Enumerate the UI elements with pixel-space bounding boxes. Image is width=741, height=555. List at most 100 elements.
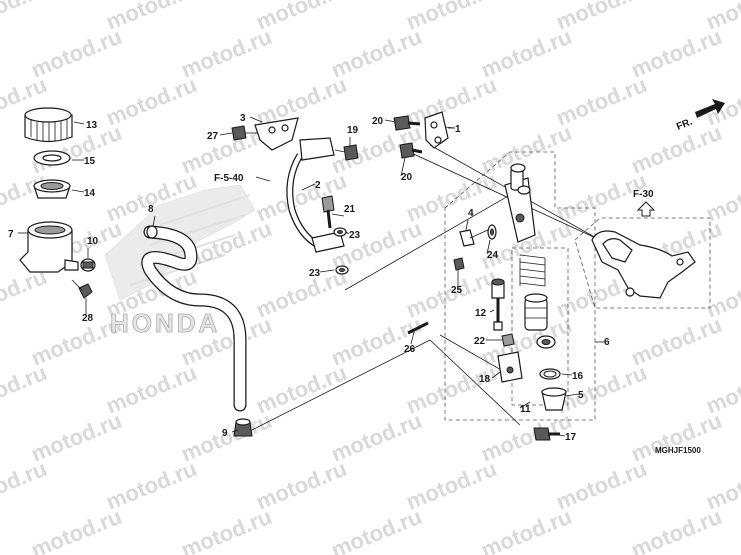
callout-22: 22 [474, 336, 486, 347]
callout-leader [486, 239, 491, 255]
callout-leader [152, 215, 156, 227]
callout-leader [331, 213, 345, 217]
callout-25: 25 [451, 285, 463, 296]
pushrod-12 [491, 278, 505, 331]
watermark-text: motod.ru [0, 0, 50, 35]
callout-8: 8 [148, 204, 154, 215]
bolt-21 [321, 195, 335, 229]
watermark-text: motod.ru [253, 168, 351, 227]
callout-leader [519, 401, 531, 409]
watermark-text: motod.ru [253, 264, 351, 323]
hose-clip-9 [233, 418, 253, 437]
spring [519, 254, 546, 287]
watermark-text: motod.ru [328, 312, 426, 371]
callout-leader [384, 119, 397, 123]
reservoir-hose [141, 225, 247, 412]
honda-logo-text: HONDA [110, 308, 220, 338]
callout-leader [345, 231, 350, 235]
watermark-text: motod.ru [403, 360, 501, 419]
callout-leader [465, 219, 469, 231]
diaphragm-plate [33, 150, 71, 166]
watermark-text: motod.ru [103, 72, 201, 131]
callout-23: 23 [349, 230, 361, 241]
callout-leader [551, 433, 566, 437]
bolt-27 [231, 125, 258, 141]
footpeg-dashed-box [574, 217, 711, 309]
watermark-text: motod.ru [628, 24, 726, 83]
watermark-text: motod.ru [28, 24, 126, 83]
footpeg-bracket [591, 230, 696, 299]
callout-19: 19 [347, 125, 359, 136]
watermark-text: motod.ru [103, 456, 201, 515]
callout-leader [219, 132, 233, 136]
callout-leader [319, 269, 335, 273]
clevis-18 [497, 351, 523, 383]
brake-hose [286, 137, 345, 253]
callout-leader [565, 393, 579, 397]
diaphragm [33, 179, 71, 199]
boot-5 [541, 387, 567, 411]
callout-17: 17 [565, 432, 577, 443]
f5-40-reference-label: F-5-40 [214, 173, 244, 184]
bolt-20-upper [393, 115, 421, 131]
washer-23-lower [335, 265, 349, 275]
watermark-text: motod.ru [403, 168, 501, 227]
callout-26: 26 [404, 344, 416, 355]
callout-21: 21 [344, 204, 356, 215]
watermark-text: motod.ru [553, 456, 651, 515]
watermark-text: motod.ru [553, 72, 651, 131]
watermark-text: motod.ru [403, 456, 501, 515]
callout-27: 27 [207, 131, 219, 142]
circlip-16 [539, 368, 561, 380]
watermark-text: motod.ru [178, 504, 276, 555]
screw-28 [71, 279, 93, 299]
callout-6: 6 [604, 337, 610, 348]
watermark-text: motod.ru [553, 360, 651, 419]
callout-leader [231, 429, 239, 433]
inner-kit-dashed-box [511, 247, 569, 406]
seal [536, 335, 556, 349]
watermark-text: motod.ru [628, 504, 726, 555]
callout-18: 18 [479, 374, 491, 385]
f30-reference-label: F-30 [633, 189, 654, 200]
f5-40-leader [255, 176, 271, 182]
watermark-text: motod.ru [0, 456, 50, 515]
washer-23-upper [333, 227, 347, 237]
callout-23: 23 [309, 268, 321, 279]
watermark-text: motod.ru [478, 24, 576, 83]
master-cylinder-dashed-box [444, 151, 596, 421]
watermark-text: motod.ru [328, 24, 426, 83]
watermark-text: motod.ru [328, 504, 426, 555]
reservoir-body [19, 221, 79, 273]
watermark-text: motod.ru [478, 120, 576, 179]
watermark-text: motod.ru [0, 360, 50, 419]
nut-22 [501, 333, 515, 347]
reservoir-cap [24, 107, 73, 143]
callout-layer: 1234567891011121314151617181920202122232… [8, 113, 610, 443]
callout-16: 16 [572, 371, 584, 382]
master-cylinder [504, 163, 536, 243]
callout-20: 20 [401, 172, 413, 183]
callout-3: 3 [240, 113, 246, 124]
callout-28: 28 [82, 313, 94, 324]
push-rod-1 [424, 111, 449, 149]
watermark-text: motod.ru [328, 408, 426, 467]
callout-9: 9 [222, 428, 228, 439]
watermark-text: motod.ru [253, 456, 351, 515]
front-direction-arrow [695, 99, 725, 118]
callout-2: 2 [315, 180, 321, 191]
callout-leader [249, 116, 263, 123]
watermark-text: motod.ru [478, 504, 576, 555]
callout-5: 5 [578, 390, 584, 401]
bolt-20-lower [399, 142, 423, 159]
callout-leader [301, 183, 316, 191]
leader-lines [247, 125, 605, 433]
callout-10: 10 [87, 236, 99, 247]
bracket-3 [254, 117, 299, 151]
callout-11: 11 [520, 404, 531, 415]
watermark-text: motod.ru [178, 24, 276, 83]
pin-26 [407, 321, 429, 335]
callout-4: 4 [468, 208, 474, 219]
